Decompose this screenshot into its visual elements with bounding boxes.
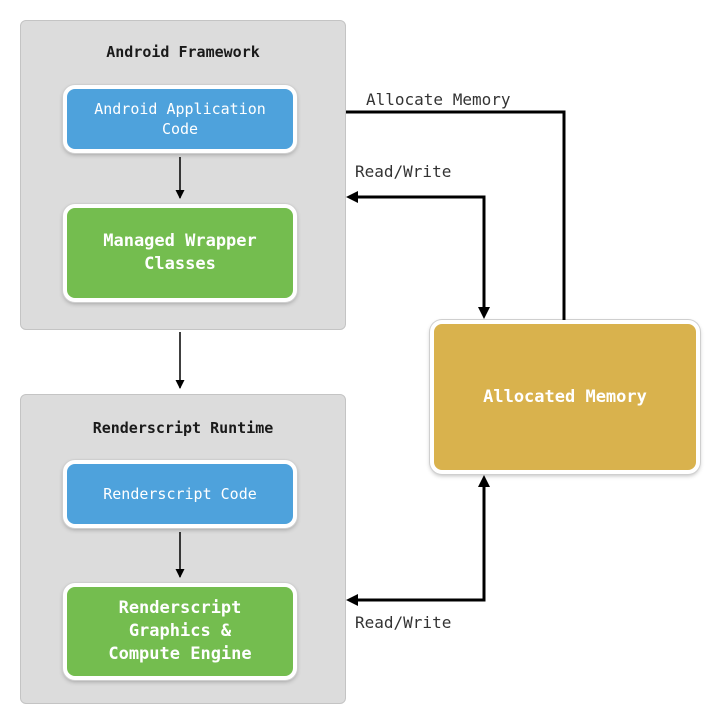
read-write-bottom-label: Read/Write bbox=[355, 613, 452, 632]
managed-wrapper-classes-node: Managed Wrapper Classes bbox=[63, 204, 297, 302]
read-write-top-line bbox=[351, 195, 486, 314]
renderscript-engine-label: Renderscript Graphics & Compute Engine bbox=[108, 598, 252, 664]
renderscript-code-node: Renderscript Code bbox=[63, 460, 297, 528]
renderscript-code-label: Renderscript Code bbox=[103, 484, 257, 503]
allocated-memory-node: Allocated Memory bbox=[430, 320, 700, 474]
allocate-memory-line bbox=[346, 110, 566, 320]
android-application-code-node: Android Application Code bbox=[63, 85, 297, 153]
allocated-memory-label: Allocated Memory bbox=[483, 386, 647, 407]
managed-wrapper-classes-label: Managed Wrapper Classes bbox=[103, 231, 257, 274]
allocate-memory-label: Allocate Memory bbox=[366, 90, 511, 109]
read-write-top-head-down bbox=[478, 307, 490, 319]
renderscript-engine-node: Renderscript Graphics & Compute Engine bbox=[63, 583, 297, 680]
read-write-bottom-head-up bbox=[478, 475, 490, 487]
read-write-bottom-line bbox=[351, 480, 486, 602]
android-application-code-label: Android Application Code bbox=[94, 99, 266, 138]
read-write-top-label: Read/Write bbox=[355, 162, 452, 181]
read-write-bottom-head-left bbox=[346, 594, 358, 606]
android-framework-title: Android Framework bbox=[106, 43, 260, 61]
renderscript-runtime-title: Renderscript Runtime bbox=[92, 419, 274, 437]
read-write-top-head-left bbox=[346, 191, 358, 203]
